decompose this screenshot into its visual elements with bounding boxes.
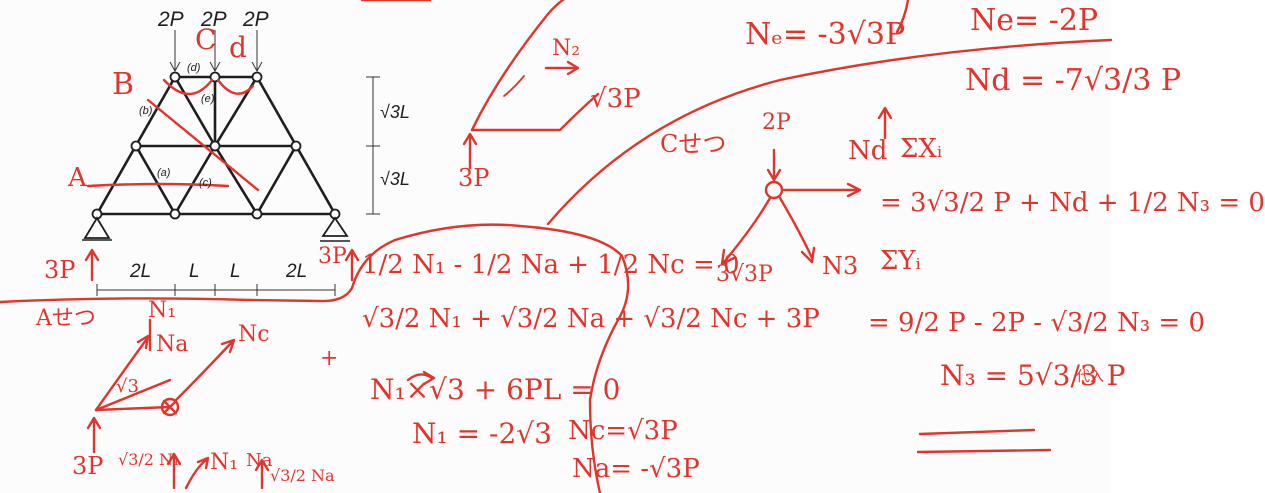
divider-curves (0, 0, 1113, 493)
truss-figure (82, 30, 380, 296)
nc-label: Nc (238, 322, 270, 347)
height-label-lower: √3L (380, 169, 410, 189)
section-label-b: B (112, 67, 135, 102)
threep-label-bottom: 3P (72, 452, 104, 480)
section-label-d: d (229, 31, 247, 64)
span-label-1: 2L (130, 261, 152, 282)
upper-fbd (462, 0, 600, 170)
span-label-2: L (189, 261, 200, 282)
section-label-c: C (195, 23, 217, 56)
load-label-3: 2P (243, 8, 269, 31)
c-section-fbd (720, 106, 893, 266)
n1-label-2: N₁ (210, 450, 239, 475)
result-underlines (916, 428, 1052, 454)
span-label-4: 2L (286, 261, 308, 282)
n1-result: N₁ = -2√3 (412, 417, 552, 450)
sum-y-equation: = 9/2 P - 2P - √3/2 N₃ = 0 (868, 308, 1206, 338)
substitute-note: 代入 (1076, 369, 1104, 385)
n3-result: N₃ = 5√3/3 P (940, 359, 1126, 392)
ne-result: Ne= -2P (970, 3, 1099, 38)
root3p-label: √3P (590, 84, 641, 114)
na-result: Na= -√3P (572, 454, 700, 484)
node-label-d: (d) (187, 62, 201, 74)
height-label-upper: √3L (380, 102, 410, 122)
threep-label-top: 3P (458, 164, 490, 192)
na-label-2: Na (246, 450, 273, 471)
na-label: Na (156, 332, 189, 357)
a-section-title: Aせつ (36, 306, 96, 331)
nd-label: Nd (848, 136, 888, 166)
node-label-e: (e) (201, 93, 215, 105)
sum-x-equation: = 3√3/2 P + Nd + 1/2 N₃ = 0 (880, 188, 1265, 218)
n3-label: N3 (822, 252, 859, 280)
c-reaction-label: 3√3P (716, 262, 773, 287)
span-label-3: L (230, 261, 241, 282)
c-section-title: Cせつ (660, 130, 727, 158)
n1-component: √3/2 N₁ (118, 450, 180, 469)
ne-result-left: Nₑ= -3√3P (745, 17, 906, 52)
node-label-c: (c) (199, 177, 212, 189)
node-label-a: (a) (157, 167, 171, 179)
section-marks (84, 78, 360, 282)
drawing-canvas (0, 0, 1113, 493)
load-label-1: 2P (158, 8, 184, 31)
moment-plus: + (320, 346, 339, 371)
moment-equation: N₁×√3 + 6PL = 0 (370, 373, 621, 406)
reaction-left: 3P (44, 256, 76, 284)
section-label-a: A (68, 163, 87, 193)
sum-y-label: ΣYᵢ (880, 246, 921, 276)
load-label-2: 2P (201, 8, 227, 31)
equation-y: √3/2 N₁ + √3/2 Na + √3/2 Nc + 3P (362, 304, 820, 334)
root3-label: √3 (116, 376, 139, 397)
nc-result: Nc=√3P (568, 416, 678, 446)
nd-result: Nd = -7√3/3 P (965, 63, 1182, 98)
reaction-right: 3P (318, 244, 347, 269)
equation-x: 1/2 N₁ - 1/2 Na + 1/2 Nc = 0 (362, 250, 740, 280)
node-label-b: (b) (139, 105, 153, 117)
na-component: √3/2 Na (270, 466, 335, 485)
a-section-fbd (86, 318, 436, 490)
n1-label: N₁ (148, 298, 177, 323)
sum-x-label: ΣXᵢ (900, 134, 943, 164)
n2-label: N₂ (552, 36, 581, 61)
c-load-label: 2P (762, 110, 791, 135)
